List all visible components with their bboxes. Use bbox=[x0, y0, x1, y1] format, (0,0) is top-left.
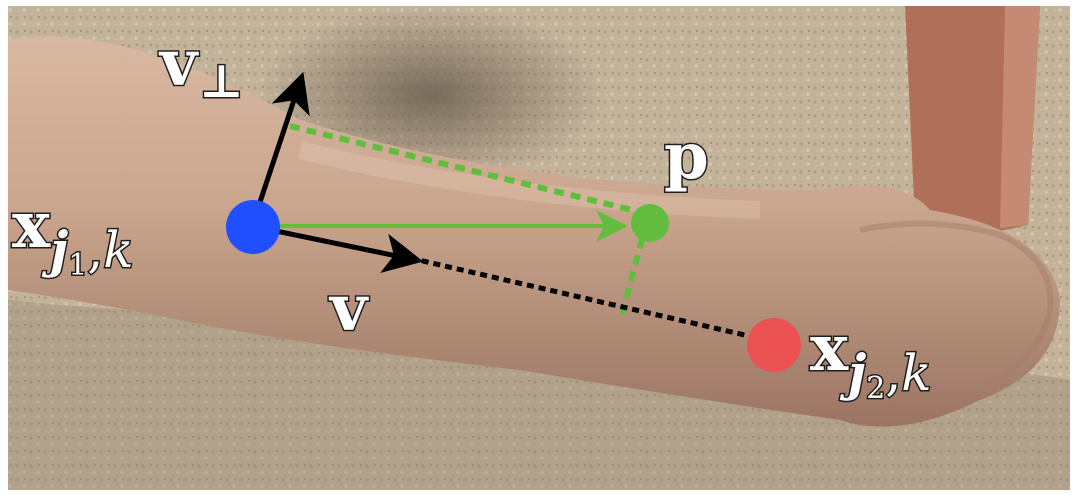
labels: v⊥ p xj1,k v xj2,k bbox=[11, 25, 934, 408]
table-leg-edge bbox=[1000, 6, 1040, 228]
label-p: p bbox=[664, 119, 709, 194]
arm-highlight bbox=[297, 141, 761, 219]
joint-x-j1-dot bbox=[226, 200, 280, 254]
label-x-j1-k: xj1,k bbox=[12, 188, 134, 283]
joint-x-j2-dot bbox=[747, 318, 801, 372]
fist-outline bbox=[859, 220, 1054, 388]
dashed-bone-line bbox=[409, 255, 776, 345]
point-p-dot bbox=[631, 204, 669, 242]
forearm bbox=[8, 36, 1060, 427]
label-v-perp: v⊥ bbox=[158, 26, 243, 108]
photo-background bbox=[8, 5, 1070, 490]
dashed-projection-line bbox=[619, 227, 648, 315]
dashed-line-vperp-to-p bbox=[289, 123, 641, 215]
vector-overlay bbox=[226, 71, 801, 372]
label-x-j2-k: xj2,k bbox=[810, 311, 932, 406]
label-v: v bbox=[328, 271, 369, 346]
